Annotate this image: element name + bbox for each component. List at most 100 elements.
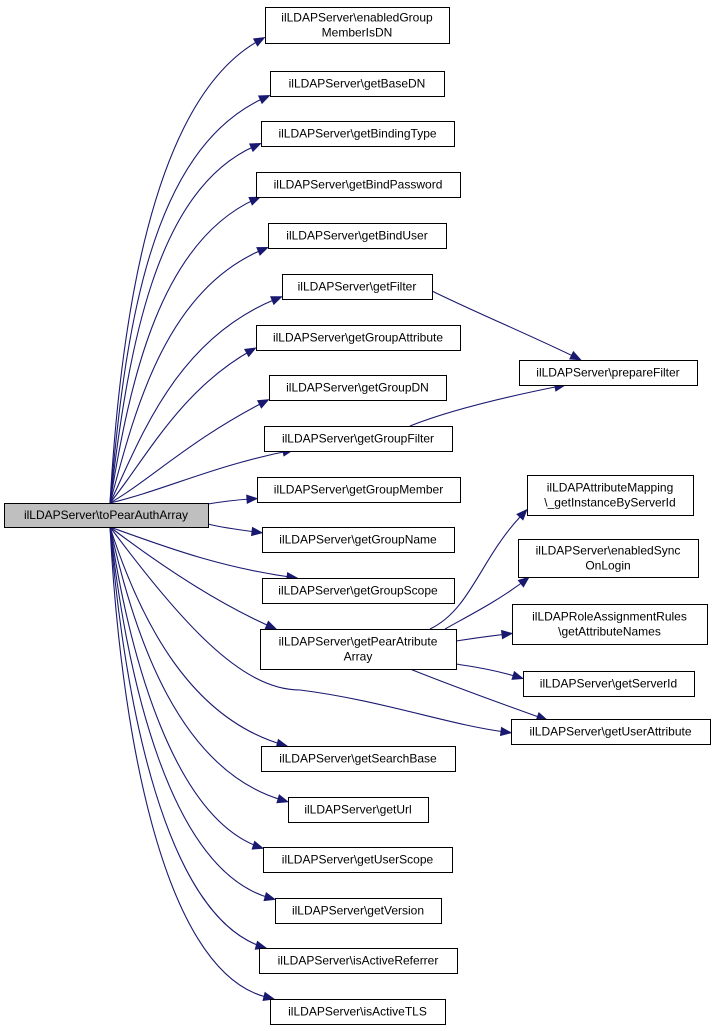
- edge-line: [109, 526, 277, 630]
- node-getGroupAttribute[interactable]: ilLDAPServer\getGroupAttribute: [256, 325, 461, 351]
- node-box: [523, 671, 695, 697]
- node-label-line: ilLDAPRoleAssignmentRules: [532, 610, 687, 624]
- node-label-line: \_getInstanceByServerId: [544, 496, 675, 510]
- node-getBindingType[interactable]: ilLDAPServer\getBindingType: [261, 121, 455, 147]
- arrowhead: [569, 350, 582, 361]
- edge-line: [109, 526, 267, 998]
- edge-root-to-getVersion: [109, 526, 277, 902]
- arrowhead: [252, 36, 266, 47]
- node-getBaseDN[interactable]: ilLDAPServer\getBaseDN: [270, 71, 445, 97]
- edge-root-to-getGroupAttribute: [109, 347, 257, 504]
- node-getFilter[interactable]: ilLDAPServer\getFilter: [282, 274, 433, 300]
- node-label-line: ilLDAPServer\getGroupScope: [278, 584, 438, 598]
- node-box: [512, 604, 708, 645]
- edge-root-to-isActiveTLS: [109, 526, 276, 1001]
- edge-line: [207, 523, 257, 533]
- node-getGroupFilter[interactable]: ilLDAPServer\getGroupFilter: [264, 426, 453, 452]
- edge-getPearAtributeArray-to-getInstanceByServerId: [429, 508, 528, 630]
- node-getSearchBase[interactable]: ilLDAPServer\getSearchBase: [261, 746, 456, 772]
- edge-getFilter-to-prepareFilter: [429, 289, 582, 361]
- edge-root-to-getPearAtributeArray: [109, 526, 278, 630]
- node-getAttributeNames[interactable]: ilLDAPRoleAssignmentRules\getAttributeNa…: [512, 604, 708, 645]
- edge-line: [455, 663, 519, 678]
- node-getServerId[interactable]: ilLDAPServer\getServerId: [523, 671, 695, 697]
- edge-root-to-getBindPassword: [109, 196, 262, 504]
- edge-line: [109, 526, 271, 899]
- node-getUrl[interactable]: ilLDAPServer\getUrl: [288, 797, 429, 823]
- arrowhead: [250, 526, 264, 537]
- node-getGroupName[interactable]: ilLDAPServer\getGroupName: [262, 527, 455, 553]
- node-label-line: ilLDAPServer\getServerId: [540, 677, 677, 691]
- node-label-line: ilLDAPServer\getUrl: [304, 803, 411, 817]
- arrowhead: [263, 891, 277, 902]
- edge-root-to-getGroupDN: [109, 399, 270, 504]
- node-box: [268, 223, 447, 249]
- node-box: [260, 629, 457, 670]
- node-getVersion[interactable]: ilLDAPServer\getVersion: [275, 898, 442, 924]
- node-label-line: ilLDAPServer\getGroupAttribute: [273, 331, 443, 345]
- node-getGroupDN[interactable]: ilLDAPServer\getGroupDN: [269, 375, 447, 401]
- node-label-line: ilLDAPServer\enabledSync: [536, 544, 681, 558]
- node-label-line: ilLDAPServer\getGroupMember: [274, 483, 443, 497]
- node-box: [262, 578, 455, 604]
- node-box: [4, 503, 209, 528]
- node-box: [256, 172, 461, 198]
- node-label-line: ilLDAPAttributeMapping: [547, 481, 674, 495]
- node-label-line: ilLDAPServer\getFilter: [298, 280, 417, 294]
- edge-root-to-getBindingType: [109, 143, 262, 504]
- node-getBindUser[interactable]: ilLDAPServer\getBindUser: [268, 223, 447, 249]
- node-label-line: Array: [344, 650, 373, 664]
- edge-root-to-getBindUser: [109, 246, 269, 504]
- edge-root-to-getBaseDN: [109, 94, 271, 504]
- edge-root-to-getUrl: [109, 526, 290, 804]
- node-box: [519, 360, 698, 386]
- node-root[interactable]: ilLDAPServer\toPearAuthArray: [4, 503, 209, 528]
- node-getGroupMember[interactable]: ilLDAPServer\getGroupMember: [257, 477, 461, 503]
- node-label-line: ilLDAPServer\getBindPassword: [274, 178, 443, 192]
- node-box: [275, 898, 442, 924]
- node-label-line: \getAttributeNames: [558, 625, 661, 639]
- arrowhead: [244, 347, 257, 358]
- edge-line: [444, 577, 529, 630]
- node-box: [261, 746, 456, 772]
- node-box: [264, 426, 453, 452]
- arrowhead: [511, 670, 525, 680]
- node-label-line: ilLDAPServer\getBaseDN: [289, 77, 426, 91]
- node-getBindPassword[interactable]: ilLDAPServer\getBindPassword: [256, 172, 461, 198]
- edge-line: [109, 349, 253, 504]
- node-getGroupScope[interactable]: ilLDAPServer\getGroupScope: [262, 578, 455, 604]
- edge-line: [109, 401, 265, 504]
- arrowhead: [262, 991, 276, 1001]
- edge-getPearAtributeArray-to-getAttributeNames: [455, 629, 514, 642]
- node-getUserAttribute[interactable]: ilLDAPServer\getUserAttribute: [511, 719, 711, 745]
- edge-root-to-enabledGroupMemberIsDN: [109, 36, 266, 504]
- edge-line: [109, 526, 298, 579]
- edge-line: [109, 197, 259, 504]
- node-box: [265, 7, 450, 44]
- edge-line: [109, 526, 288, 747]
- arrowhead: [500, 629, 514, 640]
- node-box: [259, 948, 458, 974]
- edge-root-to-getUserAttribute: [109, 526, 513, 737]
- node-getInstanceByServerId[interactable]: ilLDAPAttributeMapping\_getInstanceBySer…: [527, 475, 694, 516]
- node-prepareFilter[interactable]: ilLDAPServer\prepareFilter: [519, 360, 698, 386]
- node-label-line: ilLDAPServer\getVersion: [292, 904, 424, 918]
- node-label-line: ilLDAPServer\enabledGroup: [281, 11, 433, 25]
- edge-line: [109, 39, 261, 504]
- node-label-line: MemberIsDN: [322, 26, 393, 40]
- node-isActiveReferrer[interactable]: ilLDAPServer\isActiveReferrer: [259, 948, 458, 974]
- arrowhead: [276, 794, 290, 804]
- node-label-line: ilLDAPServer\getUserAttribute: [529, 725, 691, 739]
- node-isActiveTLS[interactable]: ilLDAPServer\isActiveTLS: [270, 999, 446, 1025]
- edge-getPearAtributeArray-to-getServerId: [455, 663, 525, 680]
- edge-line: [109, 145, 256, 504]
- node-label-line: ilLDAPServer\getGroupDN: [286, 381, 429, 395]
- node-box: [270, 999, 446, 1025]
- node-label-line: ilLDAPServer\getBindingType: [278, 127, 436, 141]
- edge-line: [109, 298, 277, 504]
- node-getUserScope[interactable]: ilLDAPServer\getUserScope: [263, 847, 453, 873]
